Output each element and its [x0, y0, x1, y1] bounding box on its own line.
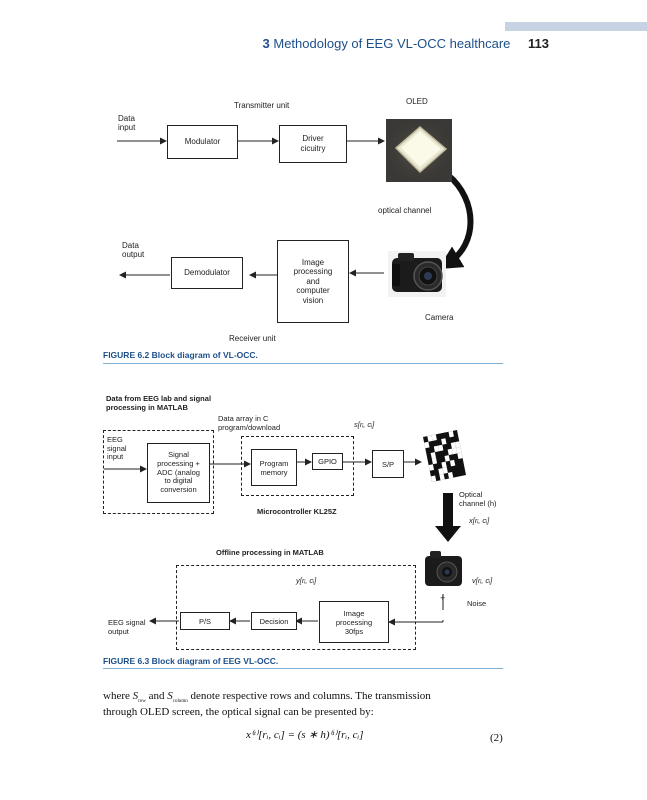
noise-label: Noise [467, 599, 487, 608]
caption-rule [103, 363, 503, 364]
figure-6-2-caption: FIGURE 6.2 Block diagram of VL-OCC. [103, 350, 258, 360]
optical-channel-label: optical channel [378, 206, 432, 215]
x-signal-label: x[rᵢ, cᵢ] [469, 516, 490, 525]
equation-number: (2) [490, 732, 503, 744]
running-header: 3 Methodology of EEG VL-OCC healthcare 1… [0, 36, 549, 51]
page-number: 113 [528, 36, 549, 51]
optical-channel-arrow [437, 172, 474, 270]
matlab-processing-region [103, 430, 214, 514]
image-processing-block: Image processing and computer vision [277, 240, 349, 323]
eeg-signal-output-label: EEG signal output [108, 618, 146, 636]
offline-matlab-region [176, 565, 416, 650]
oled-image [386, 119, 452, 182]
body-line-1: where Srow and Scolumn denote respective… [103, 690, 431, 705]
pixel-pattern-screen [423, 430, 466, 482]
chapter-number: 3 [262, 36, 270, 51]
decision-block: Decision [251, 612, 297, 630]
image-processing-30fps-block: Image processing 30fps [319, 601, 389, 643]
body-paragraph: where Srow and Scolumn denote respective… [103, 689, 505, 721]
driver-circuitry-block: Driver cicuitry [279, 125, 347, 163]
offline-processing-label: Offline processing in MATLAB [216, 548, 324, 557]
v-signal-label: v[rᵢ, cᵢ] [472, 576, 493, 585]
transmitter-unit-label: Transmitter unit [234, 101, 290, 110]
figure-6-3-caption: FIGURE 6.3 Block diagram of EEG VL-OCC. [103, 656, 279, 666]
microcontroller-region [241, 436, 354, 496]
eeg-signal-input-label: EEG signal input [107, 435, 127, 462]
microcontroller-label: Microcontroller KL25Z [257, 507, 337, 516]
demodulator-block: Demodulator [171, 257, 243, 289]
camera-image [388, 251, 446, 297]
equation: x⁽ᵗ⁾[rᵢ, cᵢ] = (s ∗ h)⁽ᵗ⁾[rᵢ, cᵢ] [246, 729, 364, 741]
ps-block: P/S [180, 612, 230, 630]
header-accent-bar [505, 22, 647, 31]
plus-symbol: + [440, 593, 446, 603]
camera-image-small [425, 551, 462, 586]
eeg-lab-title: Data from EEG lab and signal processing … [106, 394, 212, 412]
oled-label: OLED [406, 97, 428, 106]
data-input-label: Data input [118, 114, 136, 133]
down-arrow [435, 493, 461, 542]
gpio-block: GPIO [312, 453, 343, 470]
data-array-label: Data array in C program/download [218, 414, 281, 432]
data-output-label: Data output [122, 241, 145, 260]
sp-block: S/P [372, 450, 404, 478]
caption-rule-2 [103, 668, 503, 669]
modulator-block: Modulator [167, 125, 238, 159]
chapter-title: Methodology of EEG VL-OCC healthcare [273, 36, 511, 51]
optical-channel-h-label: Optical channel (h) [459, 490, 497, 508]
y-signal-label: y[rᵢ, cᵢ] [296, 576, 317, 585]
signal-processing-block: Signal processing + ADC (analog to digit… [147, 443, 210, 503]
receiver-unit-label: Receiver unit [229, 334, 276, 343]
s-signal-label: s[rᵢ, cᵢ] [354, 420, 375, 429]
body-line-2: through OLED screen, the optical signal … [103, 706, 374, 719]
camera-label: Camera [425, 313, 454, 322]
program-memory-block: Program memory [251, 449, 297, 486]
